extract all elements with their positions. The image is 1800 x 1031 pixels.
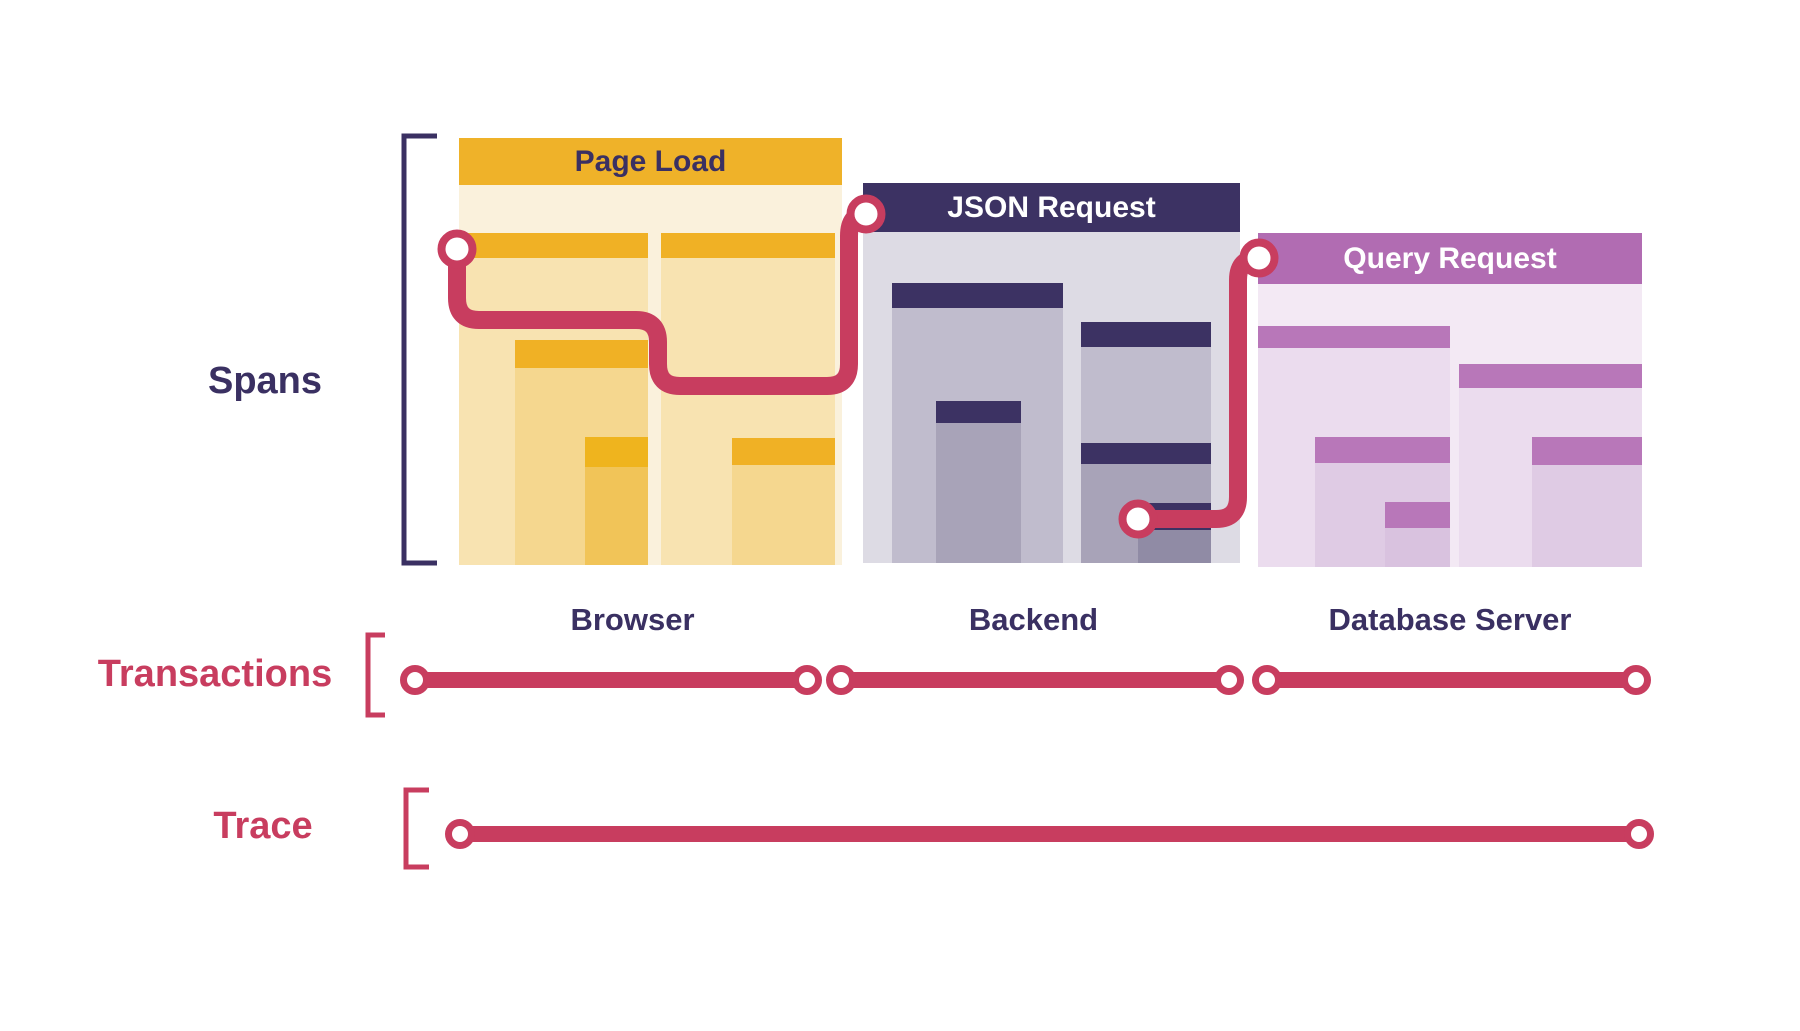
span-bar-header <box>459 233 648 258</box>
span-bar-header <box>1532 437 1642 465</box>
backend-caption: Backend <box>968 602 1099 637</box>
span-bar-header <box>1081 322 1211 347</box>
span-bar <box>1385 502 1450 567</box>
database-server-caption: Database Server <box>1328 602 1572 637</box>
json-request-title: JSON Request <box>947 190 1156 224</box>
span-bar-header <box>1385 502 1450 528</box>
span-bar-header <box>732 438 835 465</box>
span-bar-header <box>585 437 648 467</box>
span-bar <box>936 401 1021 563</box>
span-bar <box>585 437 648 565</box>
span-bar-header <box>661 233 835 258</box>
trace-row-label: Trace <box>213 805 313 847</box>
span-bar-header <box>1081 443 1211 464</box>
transactions-row-label: Transactions <box>97 653 333 695</box>
query-request-header: Query Request <box>1258 233 1642 284</box>
query-request-title: Query Request <box>1343 241 1557 275</box>
trace-line-nodes <box>445 819 1654 849</box>
span-bar-header <box>515 340 648 368</box>
span-bar-header <box>892 283 1063 308</box>
span-bar-header <box>1459 364 1642 388</box>
span-bar-header <box>1315 437 1450 463</box>
spans-bracket <box>401 133 437 566</box>
span-bar-header <box>1138 503 1211 530</box>
json-request-header: JSON Request <box>863 183 1240 232</box>
backend-spans-block: JSON Request <box>863 183 1240 563</box>
span-bar <box>732 438 835 565</box>
page-load-header: Page Load <box>459 138 842 185</box>
browser-caption: Browser <box>570 602 695 637</box>
span-bar <box>1532 437 1642 567</box>
span-bar-header <box>1258 326 1450 348</box>
browser-spans-block: Page Load <box>459 138 842 565</box>
database-spans-block: Query Request <box>1258 233 1642 567</box>
span-bar <box>1138 503 1211 563</box>
transaction-line-nodes <box>400 665 1651 695</box>
spans-row-label: Spans <box>207 360 323 402</box>
span-bar-header <box>936 401 1021 423</box>
page-load-title: Page Load <box>574 144 727 178</box>
